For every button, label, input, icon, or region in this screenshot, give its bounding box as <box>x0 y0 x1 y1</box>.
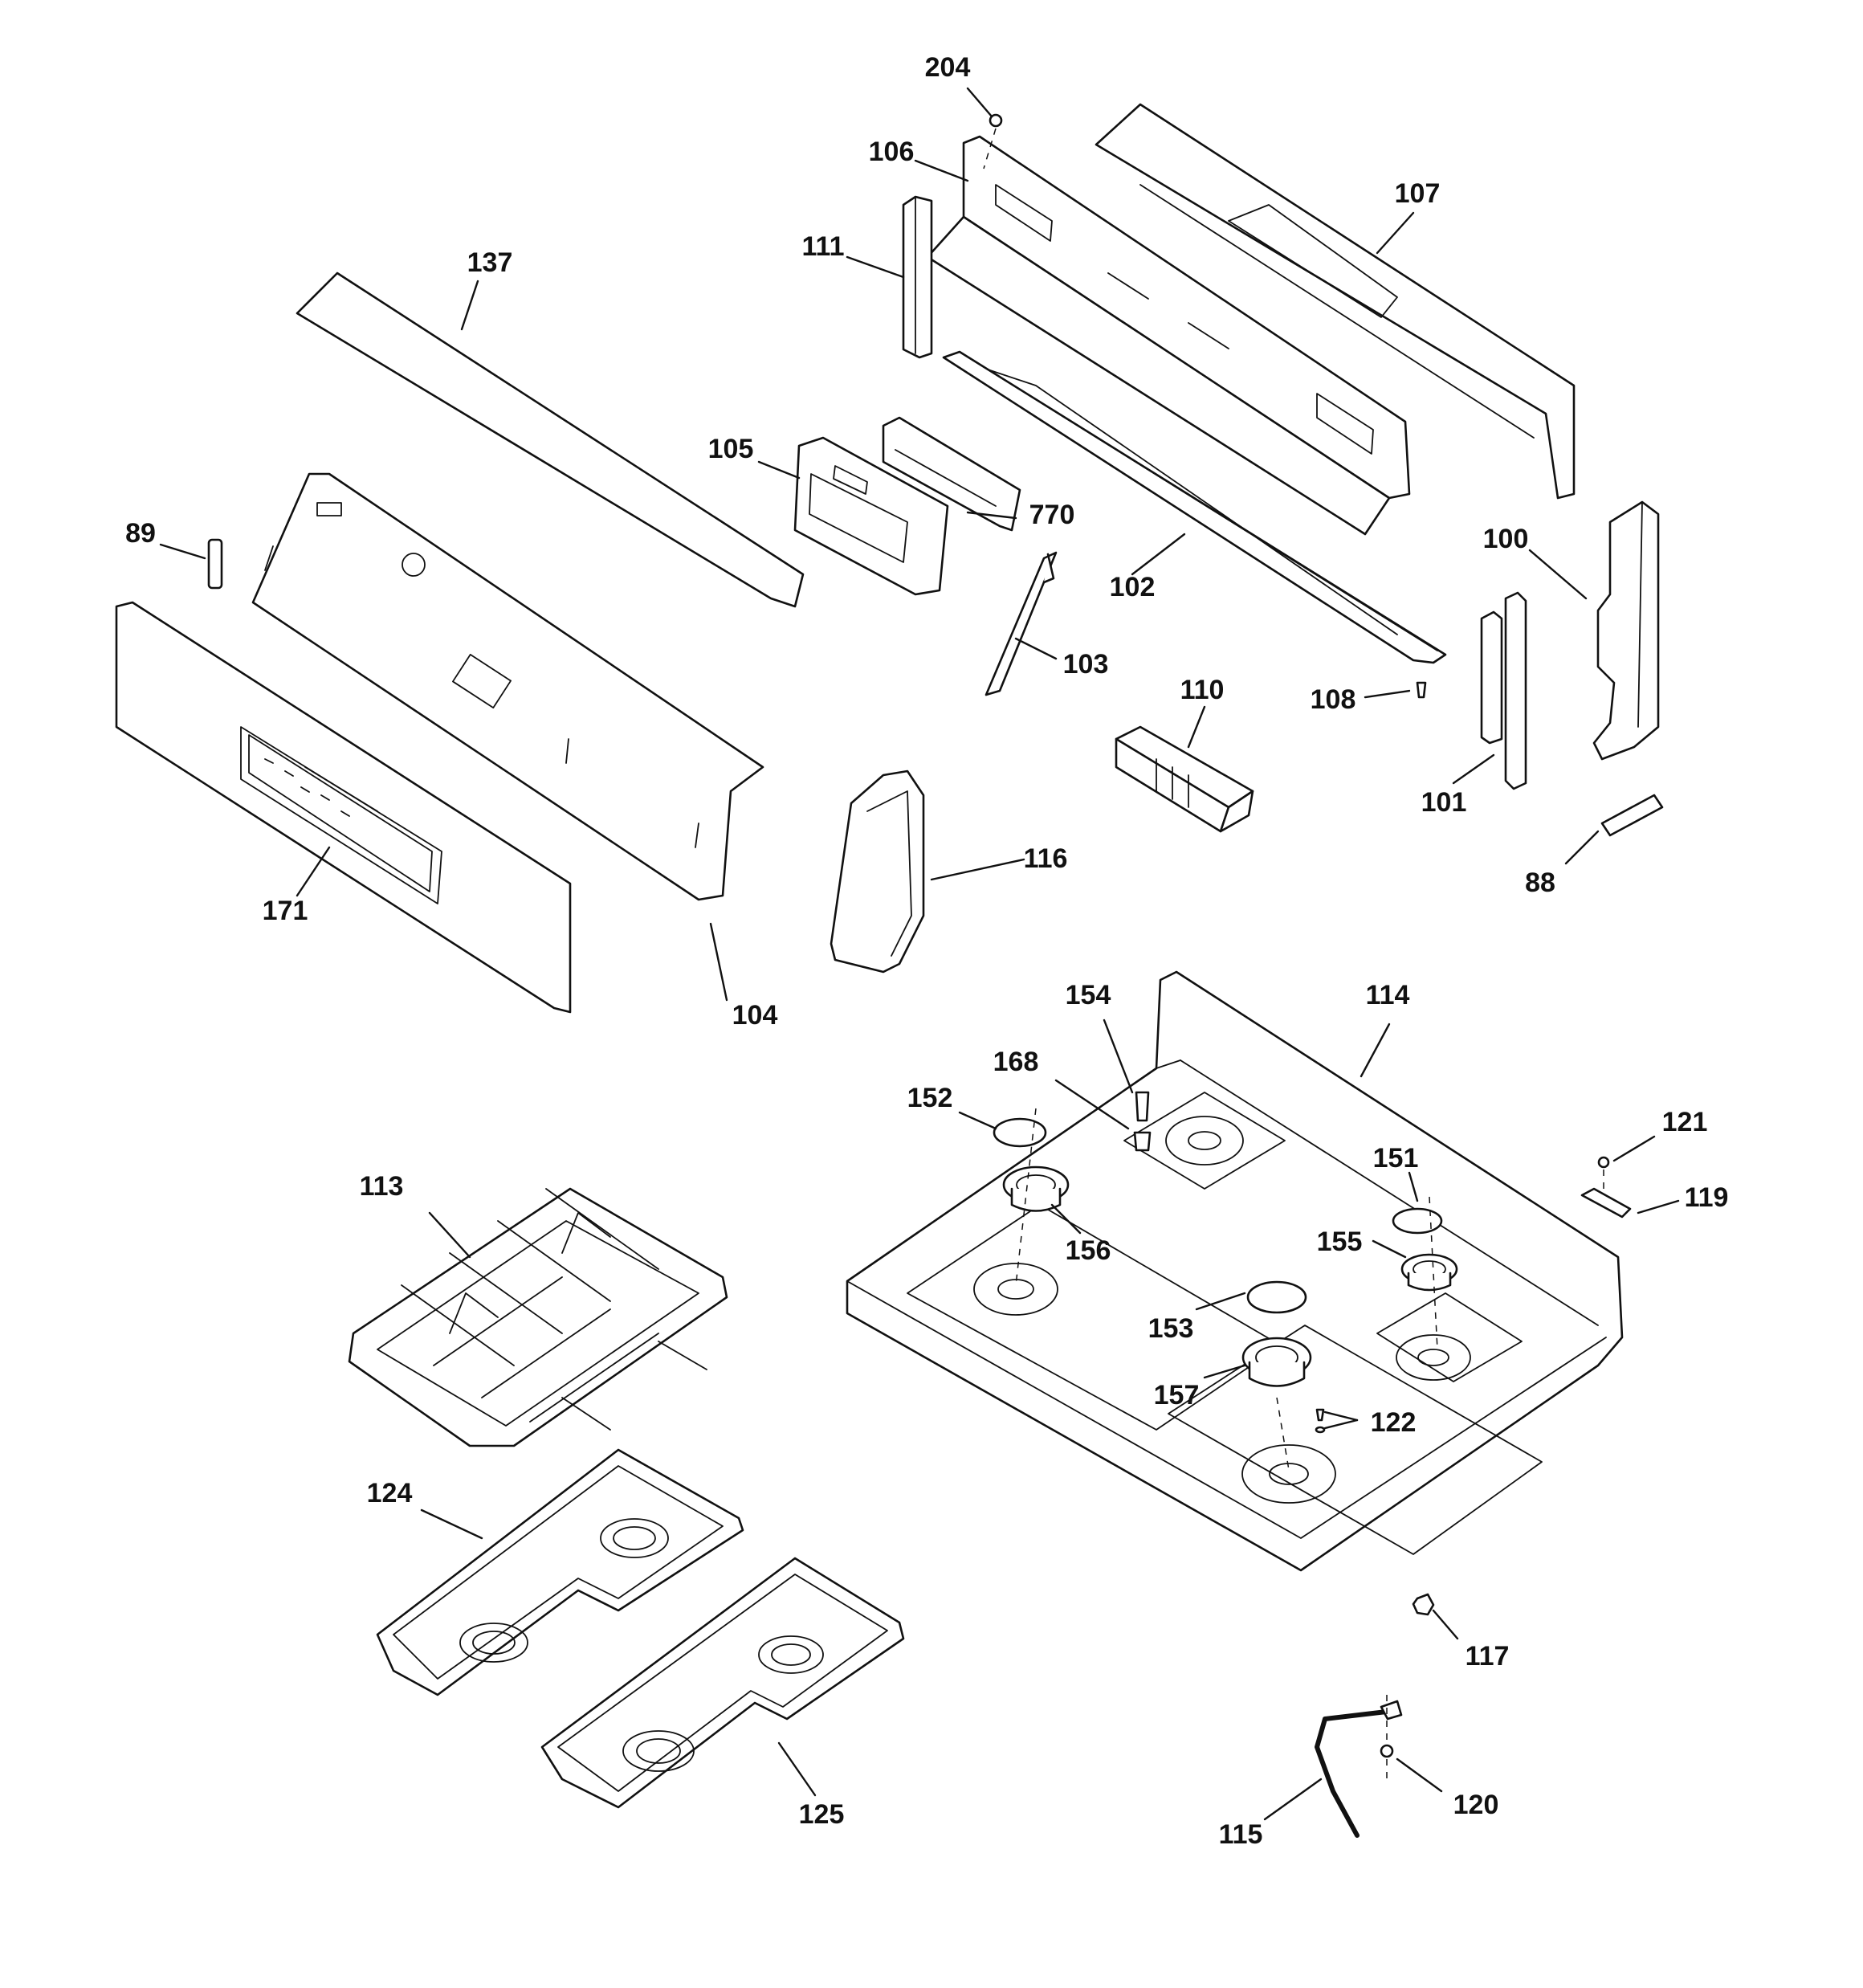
callout-770: 770 <box>1029 500 1075 530</box>
callout-110: 110 <box>1180 675 1225 705</box>
part-152-burner-cap <box>993 1117 1047 1148</box>
callout-106: 106 <box>869 137 915 167</box>
callout-116: 116 <box>1024 843 1068 874</box>
callout-89: 89 <box>125 518 156 549</box>
callout-155: 155 <box>1317 1227 1363 1257</box>
part-157-burner-head <box>1241 1337 1312 1387</box>
callout-137: 137 <box>467 247 513 278</box>
part-101-side-bracket <box>1480 591 1527 790</box>
callout-100: 100 <box>1483 524 1529 554</box>
part-108-screw <box>1416 681 1427 699</box>
part-102-manifold <box>942 350 1447 664</box>
part-110-valve-block <box>1115 725 1254 833</box>
callout-113: 113 <box>360 1171 404 1202</box>
part-168-orifice <box>1133 1131 1152 1152</box>
part-156-burner-head <box>1002 1165 1070 1212</box>
callout-171: 171 <box>263 896 308 926</box>
part-121-screw <box>1597 1156 1610 1189</box>
callout-107: 107 <box>1395 178 1441 209</box>
burner-axis-left <box>1015 1108 1037 1286</box>
part-125-drip-pan <box>540 1557 905 1809</box>
part-100-side-panel <box>1592 500 1660 761</box>
part-120-screw <box>1380 1695 1394 1779</box>
part-153-burner-cap <box>1246 1280 1307 1314</box>
part-151-burner-cap <box>1392 1207 1443 1235</box>
callout-153: 153 <box>1148 1313 1194 1344</box>
part-89-clip <box>207 538 223 590</box>
part-119-bracket <box>1580 1187 1632 1219</box>
callout-204: 204 <box>925 52 971 83</box>
callout-114: 114 <box>1366 980 1410 1010</box>
part-124-drip-pan <box>376 1448 744 1696</box>
part-204-screw <box>983 113 1003 169</box>
callout-105: 105 <box>708 434 754 464</box>
part-105-control-board <box>793 436 949 596</box>
callout-154: 154 <box>1066 980 1111 1010</box>
callout-151: 151 <box>1373 1143 1419 1174</box>
callout-104: 104 <box>732 1000 778 1031</box>
part-113-grate <box>348 1187 728 1447</box>
part-106-back-panel <box>926 135 1411 536</box>
callout-labels: 204 106 107 111 137 105 770 89 100 102 1… <box>125 52 1728 1850</box>
callout-157: 157 <box>1154 1380 1200 1410</box>
part-117-nut <box>1412 1593 1435 1616</box>
callout-115: 115 <box>1219 1819 1263 1850</box>
part-155-burner-head <box>1400 1253 1458 1292</box>
callout-111: 111 <box>802 231 845 262</box>
callout-102: 102 <box>1110 572 1156 602</box>
part-116-side-trim <box>830 769 925 974</box>
callout-88: 88 <box>1525 867 1555 898</box>
part-115-rod <box>1315 1700 1403 1838</box>
part-114-cooktop <box>846 970 1624 1572</box>
callout-152: 152 <box>907 1083 953 1113</box>
callout-108: 108 <box>1311 684 1356 715</box>
callout-122: 122 <box>1371 1407 1417 1438</box>
callout-120: 120 <box>1453 1790 1499 1820</box>
callout-119: 119 <box>1685 1182 1729 1213</box>
callout-125: 125 <box>799 1799 845 1830</box>
callout-168: 168 <box>993 1047 1039 1077</box>
callout-101: 101 <box>1421 787 1467 818</box>
part-107-top-cover <box>1095 103 1576 500</box>
part-154-screw <box>1135 1091 1150 1122</box>
part-104-control-housing <box>251 472 764 901</box>
callout-121: 121 <box>1662 1107 1708 1137</box>
callout-156: 156 <box>1066 1235 1111 1266</box>
callout-117: 117 <box>1466 1641 1510 1672</box>
part-111-side-bracket <box>902 195 933 359</box>
callout-124: 124 <box>367 1478 413 1508</box>
part-137-top-trim <box>296 271 805 608</box>
part-103-support-arm <box>984 551 1058 696</box>
leader-lines <box>159 87 1680 1821</box>
part-171-front-panel <box>115 601 572 1014</box>
part-122-screws <box>1315 1408 1326 1434</box>
part-88-strip <box>1600 794 1664 837</box>
part-770-bracket <box>882 416 1021 532</box>
callout-103: 103 <box>1063 649 1109 680</box>
